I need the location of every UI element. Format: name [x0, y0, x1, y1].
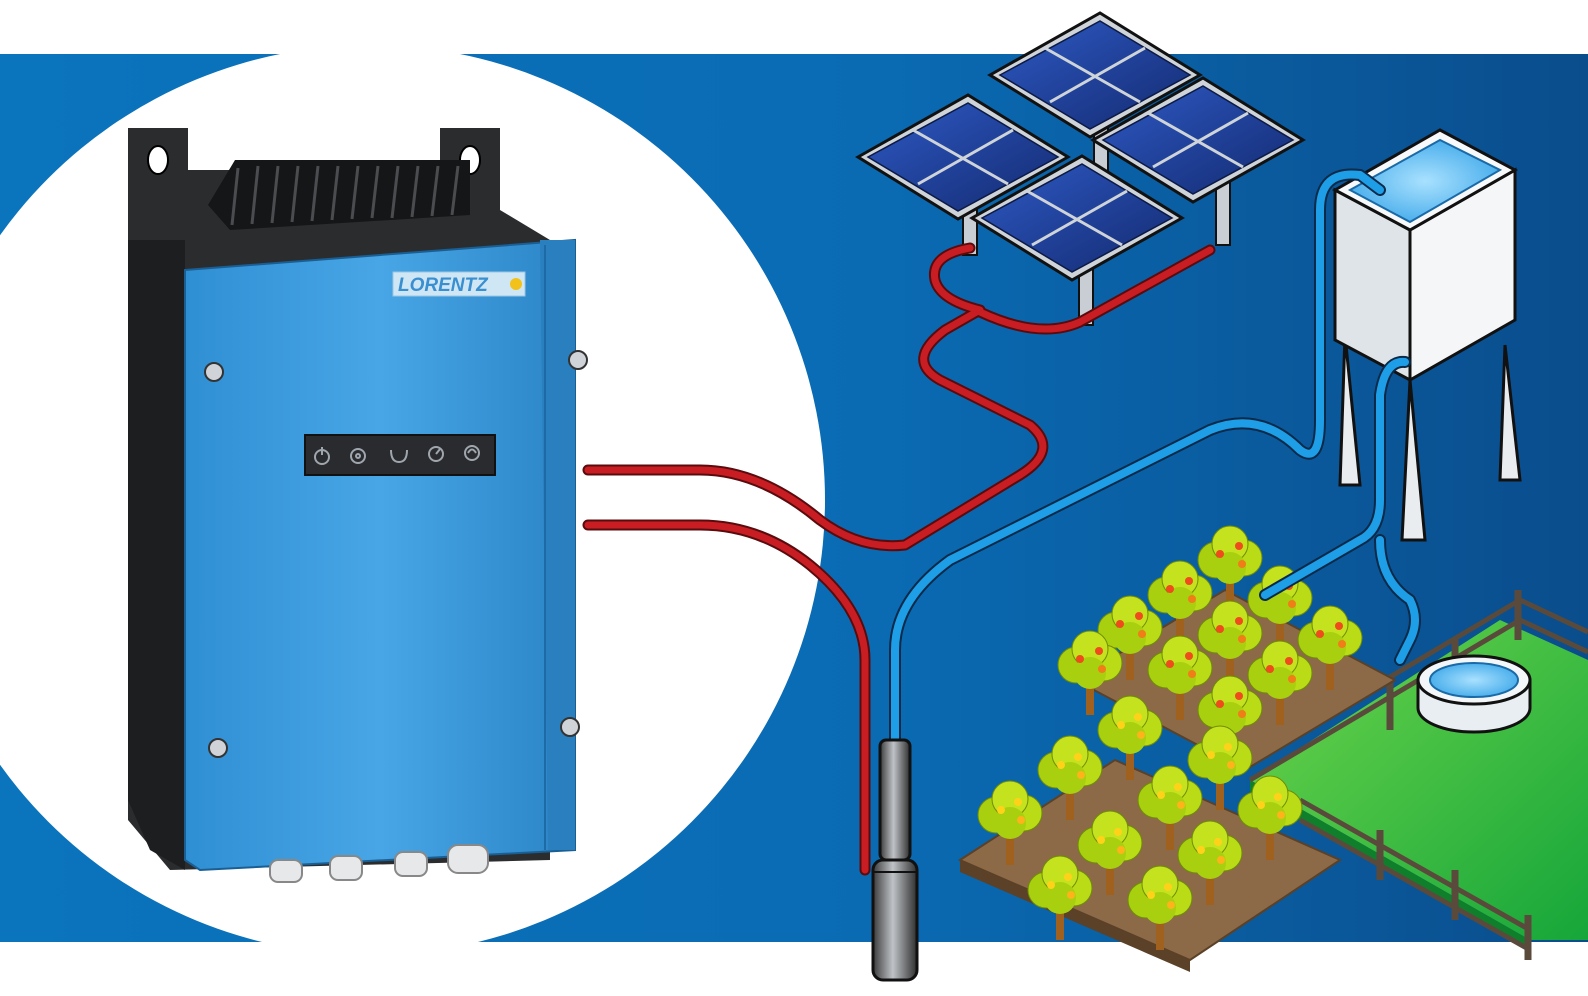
screw — [560, 717, 580, 737]
brand-logo: LORENTZ — [398, 275, 489, 296]
screw — [208, 738, 228, 758]
power-cable — [582, 242, 1216, 876]
submersible-pump-icon — [871, 738, 919, 982]
solar-panel-icon — [856, 11, 1305, 326]
pump-icon[interactable] — [390, 449, 408, 464]
brand-badge — [392, 271, 526, 297]
water-trough-icon — [1416, 654, 1532, 734]
screw — [568, 350, 588, 370]
sensor-icon[interactable] — [464, 445, 480, 461]
mount-hole — [147, 145, 169, 175]
control-panel — [304, 434, 496, 476]
cable-glands — [269, 844, 489, 883]
screw — [204, 362, 224, 382]
pump-controller-icon: LORENTZ — [128, 128, 588, 883]
water-pipe-network — [889, 168, 1421, 751]
orchard-icon — [957, 525, 1398, 972]
power-icon[interactable] — [314, 447, 330, 465]
water-tower-icon — [1331, 128, 1522, 542]
sun-logo-icon — [510, 278, 522, 290]
settings-icon[interactable] — [350, 448, 366, 464]
gauge-icon[interactable] — [428, 446, 444, 462]
